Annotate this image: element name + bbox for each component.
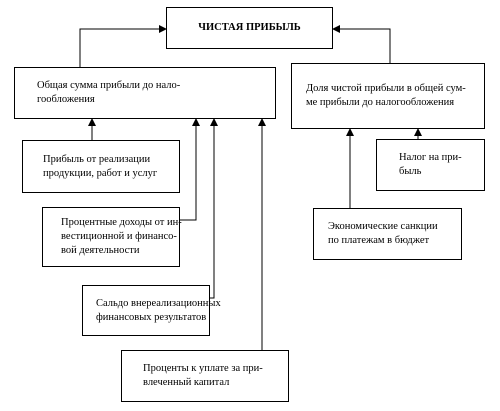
arrow-share-to-net [332,25,391,63]
sales-profit-line-2: продукции, работ и услуг [43,167,158,179]
arrow-total-to-net [79,25,167,67]
interest-payable-box: Проценты к уплате за при- влеченный капи… [121,350,289,402]
share-net-profit-line-1: Доля чистой прибыли в общей сум- [306,83,466,94]
non-operating-balance-box: Сальдо внереализационных финансовых резу… [82,285,221,336]
profit-tax-line-2: быль [399,166,422,177]
total-pretax-profit-line-1: Общая сумма прибыли до нало- [37,80,181,91]
interest-payable-line-2: влеченный капитал [143,377,230,388]
total-pretax-profit-line-2: гообложения [37,94,95,105]
interest-income-box: Процентные доходы от ин- вестиционной и … [42,207,182,267]
economic-sanctions-box: Экономические санкции по платежам в бюдж… [313,208,462,260]
arrow-non-operating-to-total [210,118,218,299]
total-pretax-profit-box: Общая сумма прибыли до нало- гообложения [14,67,276,119]
share-net-profit-box: Доля чистой прибыли в общей сум- ме приб… [291,63,485,129]
non-operating-balance-line-2: финансовых результатов [96,311,207,323]
net-profit-box: ЧИСТАЯ ПРИБЫЛЬ [166,7,333,49]
economic-sanctions-line-2: по платежам в бюджет [328,235,430,246]
interest-payable-line-1: Проценты к уплате за при- [143,363,263,374]
interest-income-line-1: Процентные доходы от ин- [61,217,182,228]
interest-income-line-3: вой деятельности [61,245,140,256]
profit-tax-box: Налог на при- быль [376,139,485,191]
sales-profit-line-1: Прибыль от реализации [43,153,151,165]
sales-profit-box: Прибыль от реализации продукции, работ и… [22,140,180,193]
interest-income-line-2: вестиционной и финансо- [61,231,177,242]
net-profit-label: ЧИСТАЯ ПРИБЫЛЬ [198,22,301,33]
profit-tax-line-1: Налог на при- [399,152,462,163]
non-operating-balance-line-1: Сальдо внереализационных [96,297,221,309]
arrow-interest-income-to-total [180,118,200,221]
share-net-profit-line-2: ме прибыли до налогообложения [306,97,455,108]
economic-sanctions-line-1: Экономические санкции [328,221,438,232]
